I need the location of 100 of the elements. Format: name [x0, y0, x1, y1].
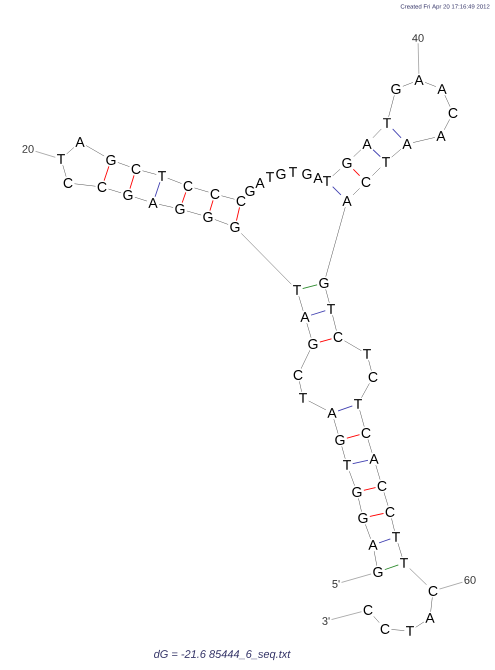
- nucleotide-letter: A: [342, 196, 352, 206]
- nucleotide-letter: A: [75, 137, 85, 147]
- nucleotide-letter: C: [236, 196, 246, 206]
- backbone-line: [402, 82, 414, 87]
- backbone-line: [221, 196, 235, 200]
- nucleotide-letter: A: [255, 178, 265, 188]
- backbone-line: [342, 446, 346, 460]
- nucleotide-letter: T: [158, 171, 166, 181]
- backbone-line: [412, 137, 436, 143]
- nucleotide-letter: G: [391, 84, 400, 94]
- nucleotide-letter: G: [203, 212, 212, 222]
- backbone-line: [241, 233, 292, 284]
- backbone-line: [444, 94, 450, 107]
- backbone-line: [376, 464, 380, 480]
- nucleotide-letter: T: [392, 532, 400, 542]
- nucleotide-letter: A: [369, 454, 379, 464]
- backbone-line: [391, 148, 402, 158]
- backbone-line: [349, 470, 355, 486]
- nucleotide-letter: G: [106, 155, 116, 165]
- backbone-line: [108, 188, 122, 194]
- nucleotide-letter: C: [362, 428, 371, 438]
- nucleotide-letter: G: [230, 222, 240, 232]
- base-pair-line: [319, 338, 332, 343]
- position-label: 40: [412, 34, 424, 42]
- backbone-line: [368, 439, 372, 454]
- backbone-line: [142, 170, 157, 175]
- backbone-line: [66, 147, 74, 154]
- base-pair-line: [392, 128, 402, 138]
- position-label: 20: [22, 145, 34, 153]
- backbone-line: [384, 492, 388, 506]
- leader-line: [341, 574, 372, 583]
- nucleotide-letter: T: [289, 167, 297, 177]
- base-pair-line: [369, 512, 384, 517]
- caption: dG = -21.6 85444_6_seq.txt: [154, 650, 291, 660]
- nucleotide-letter: G: [302, 169, 312, 179]
- backbone-line: [167, 178, 182, 184]
- position-label: 5': [332, 580, 340, 588]
- base-pair-line: [363, 487, 376, 491]
- backbone-line: [334, 418, 338, 434]
- nucleotide-letter: T: [323, 176, 331, 186]
- backbone-line: [326, 206, 346, 277]
- backbone-line: [344, 340, 362, 351]
- backbone-line: [368, 360, 372, 371]
- nucleotide-letter: G: [352, 487, 362, 497]
- backbone-line: [186, 210, 202, 216]
- nucleotide-letter: C: [362, 177, 371, 187]
- nucleotide-letter: G: [335, 435, 344, 445]
- backbone-line: [372, 167, 381, 176]
- leader-line: [35, 150, 56, 158]
- backbone-line: [298, 296, 304, 312]
- nucleotide-letter: T: [327, 304, 335, 314]
- nucleotide-letter: A: [414, 75, 424, 85]
- backbone-line: [332, 168, 340, 176]
- nucleotide-letter: T: [383, 118, 391, 128]
- nucleotide-letter: C: [98, 182, 107, 192]
- nucleotide-letter: A: [300, 312, 310, 322]
- backbone-line: [62, 164, 66, 177]
- nucleotide-letter: C: [448, 108, 458, 118]
- base-pair-line: [372, 149, 381, 158]
- nucleotide-letter: C: [210, 189, 220, 199]
- nucleotide-letter: A: [148, 198, 158, 208]
- nucleotide-letter: T: [382, 157, 390, 167]
- nucleotide-letter: C: [132, 164, 141, 174]
- nucleotide-letter: A: [368, 540, 378, 550]
- backbone-line: [74, 184, 96, 186]
- backbone-line: [358, 498, 362, 512]
- base-pair-line: [236, 206, 240, 222]
- nucleotide-letter: G: [276, 169, 286, 179]
- backbone-line: [118, 162, 130, 167]
- nucleotide-letter: G: [123, 190, 132, 200]
- backbone-line: [353, 150, 362, 157]
- base-pair-line: [384, 564, 399, 570]
- backbone-line: [359, 410, 364, 427]
- backbone-line: [415, 622, 424, 628]
- nucleotide-letter: A: [436, 131, 446, 141]
- base-pair-line: [209, 200, 214, 212]
- nucleotide-letter: G: [358, 513, 368, 523]
- leader-line: [331, 611, 362, 620]
- nucleotide-letter: C: [428, 586, 438, 596]
- base-pair-line: [352, 168, 360, 176]
- backbone-line: [365, 524, 371, 540]
- backbone-line: [158, 204, 174, 208]
- backbone-line: [306, 322, 312, 338]
- backbone-line: [373, 616, 380, 623]
- backbone-line: [352, 188, 360, 196]
- backbone-line: [134, 196, 148, 202]
- backbone-line: [444, 119, 450, 130]
- nucleotide-letter: C: [368, 372, 378, 382]
- base-pair-line: [332, 186, 342, 196]
- backbone-line: [361, 383, 370, 398]
- backbone-line: [325, 289, 330, 304]
- nucleotide-letter: C: [334, 332, 343, 342]
- base-pair-line: [130, 174, 134, 190]
- backbone-line: [409, 568, 427, 585]
- base-pair-line: [352, 460, 368, 464]
- backbone-line: [398, 542, 402, 558]
- nucleotide-letter: C: [386, 507, 395, 517]
- base-pair-line: [346, 434, 360, 439]
- nucleotide-letter: T: [400, 558, 408, 568]
- nucleotide-letter: T: [343, 460, 351, 470]
